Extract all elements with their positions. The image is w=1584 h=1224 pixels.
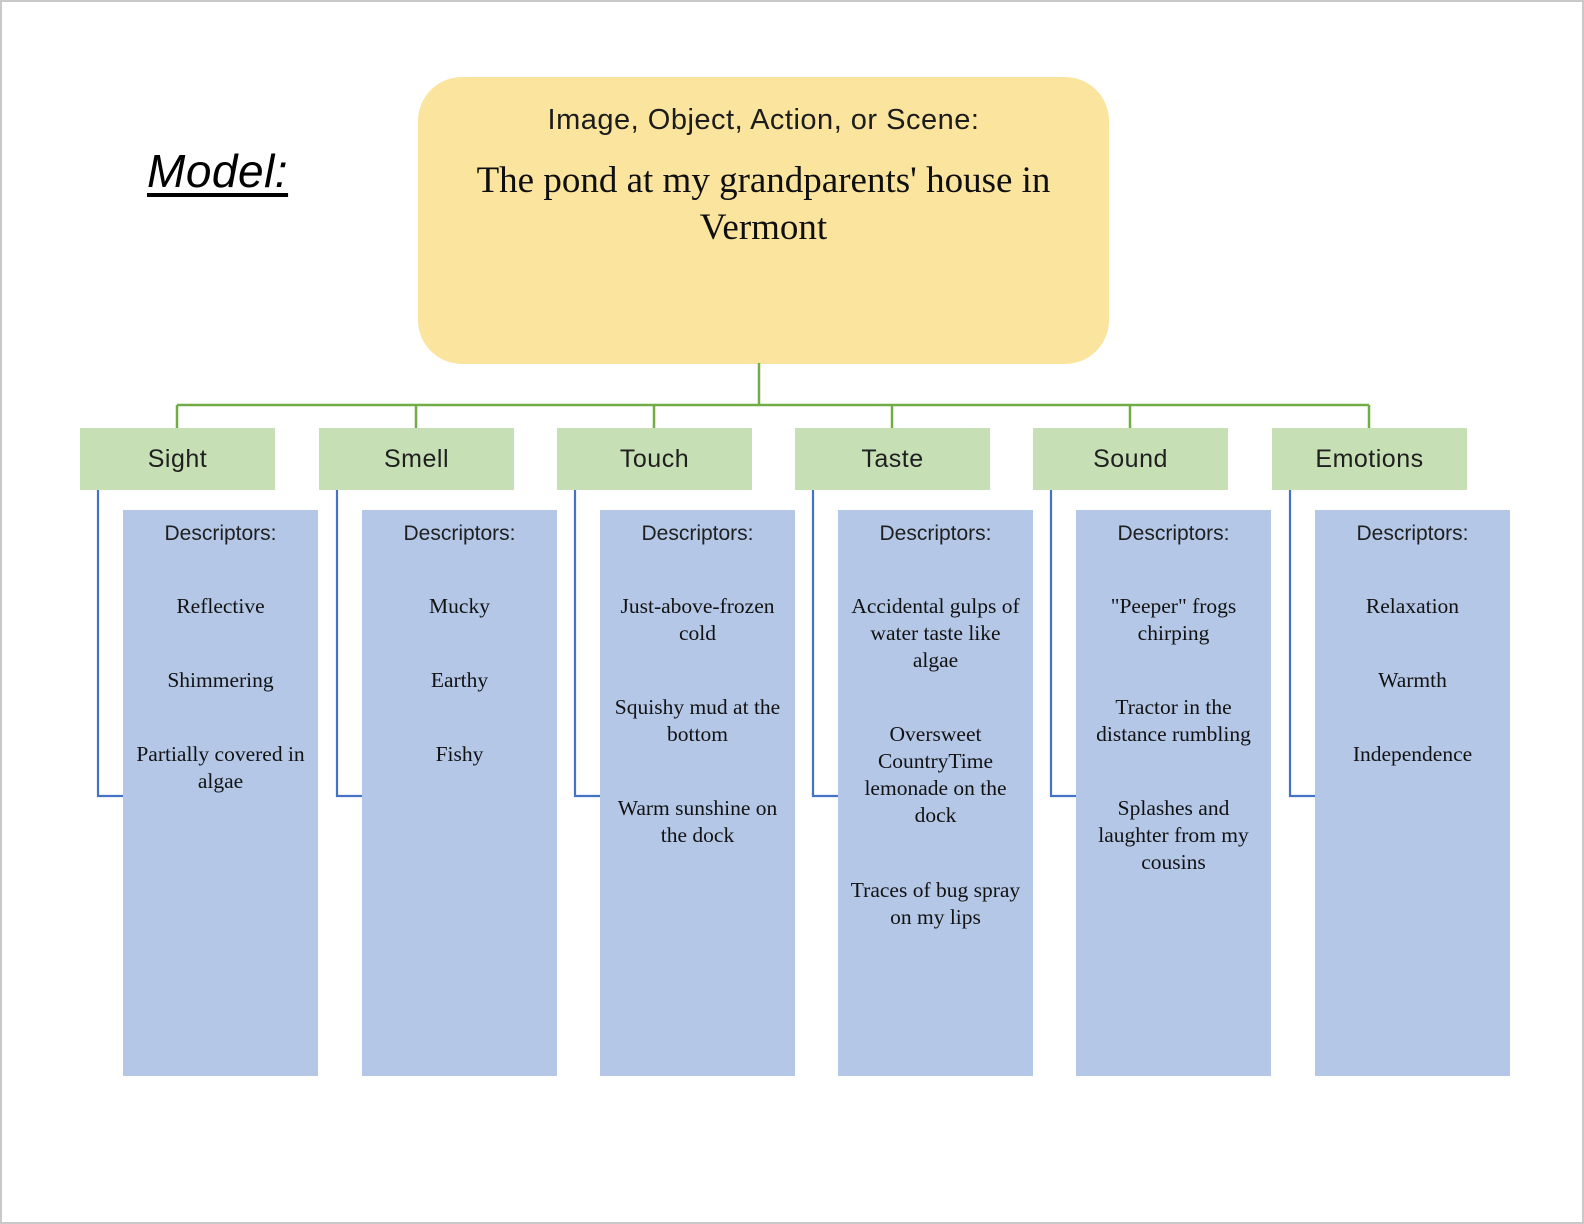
- sense-column-sight: Sight Descriptors: Reflective Shimmering…: [80, 428, 318, 1088]
- descriptors-heading: Descriptors:: [641, 522, 754, 545]
- descriptor-item: Splashes and laughter from my cousins: [1098, 796, 1249, 875]
- descriptor-item: Accidental gulps of water taste like alg…: [851, 594, 1020, 673]
- descriptors-box-emotions[interactable]: Descriptors: Relaxation Warmth Independe…: [1315, 510, 1510, 1076]
- descriptor-item: Fishy: [435, 742, 484, 767]
- root-topic-box[interactable]: Image, Object, Action, or Scene: The pon…: [418, 77, 1109, 364]
- descriptor-item: "Peeper" frogs chirping: [1110, 594, 1237, 646]
- descriptors-box-smell[interactable]: Descriptors: Mucky Earthy Fishy: [362, 510, 557, 1076]
- model-label: Model:: [147, 145, 289, 197]
- descriptor-item: Partially covered in algae: [136, 742, 305, 794]
- sense-column-sound: Sound Descriptors: "Peeper" frogs chirpi…: [1033, 428, 1271, 1088]
- descriptors-heading: Descriptors:: [403, 522, 516, 545]
- descriptors-box-sight[interactable]: Descriptors: Reflective Shimmering Parti…: [123, 510, 318, 1076]
- descriptors-box-taste[interactable]: Descriptors: Accidental gulps of water t…: [838, 510, 1033, 1076]
- descriptor-item: Earthy: [430, 668, 489, 693]
- descriptors-box-touch[interactable]: Descriptors: Just-above-frozen cold Squi…: [600, 510, 795, 1076]
- root-box-title: The pond at my grandparents' house in Ve…: [476, 160, 1051, 248]
- descriptor-item: Traces of bug spray on my lips: [850, 877, 1021, 929]
- sense-header-sight[interactable]: Sight: [80, 428, 275, 490]
- descriptors-heading: Descriptors:: [879, 522, 992, 545]
- descriptor-item: Relaxation: [1365, 594, 1460, 618]
- sense-column-touch: Touch Descriptors: Just-above-frozen col…: [557, 428, 795, 1088]
- sense-header-smell[interactable]: Smell: [319, 428, 514, 490]
- sense-header-touch[interactable]: Touch: [557, 428, 752, 490]
- descriptor-item: Squishy mud at the bottom: [614, 695, 781, 747]
- descriptors-heading: Descriptors:: [1117, 522, 1230, 545]
- descriptor-item: Independence: [1352, 742, 1473, 767]
- descriptors-box-sound[interactable]: Descriptors: "Peeper" frogs chirping Tra…: [1076, 510, 1271, 1076]
- descriptor-item: Shimmering: [167, 668, 274, 693]
- root-box-heading: Image, Object, Action, or Scene:: [547, 104, 980, 136]
- descriptor-item: Mucky: [429, 594, 490, 618]
- descriptor-item: Warmth: [1378, 668, 1447, 693]
- sense-header-emotions[interactable]: Emotions: [1272, 428, 1467, 490]
- descriptor-item: Oversweet CountryTime lemonade on the do…: [864, 722, 1007, 828]
- sense-column-smell: Smell Descriptors: Mucky Earthy Fishy: [319, 428, 557, 1088]
- descriptor-item: Tractor in the distance rumbling: [1096, 695, 1251, 747]
- descriptor-item: Warm sunshine on the dock: [617, 796, 778, 848]
- descriptor-item: Reflective: [176, 594, 265, 618]
- sense-column-taste: Taste Descriptors: Accidental gulps of w…: [795, 428, 1033, 1088]
- descriptors-heading: Descriptors:: [164, 522, 277, 545]
- tree-connector-lines: [175, 363, 1371, 428]
- descriptor-item: Just-above-frozen cold: [620, 594, 775, 646]
- sense-column-emotions: Emotions Descriptors: Relaxation Warmth …: [1272, 428, 1510, 1088]
- sense-header-sound[interactable]: Sound: [1033, 428, 1228, 490]
- descriptors-heading: Descriptors:: [1356, 522, 1469, 545]
- sense-header-taste[interactable]: Taste: [795, 428, 990, 490]
